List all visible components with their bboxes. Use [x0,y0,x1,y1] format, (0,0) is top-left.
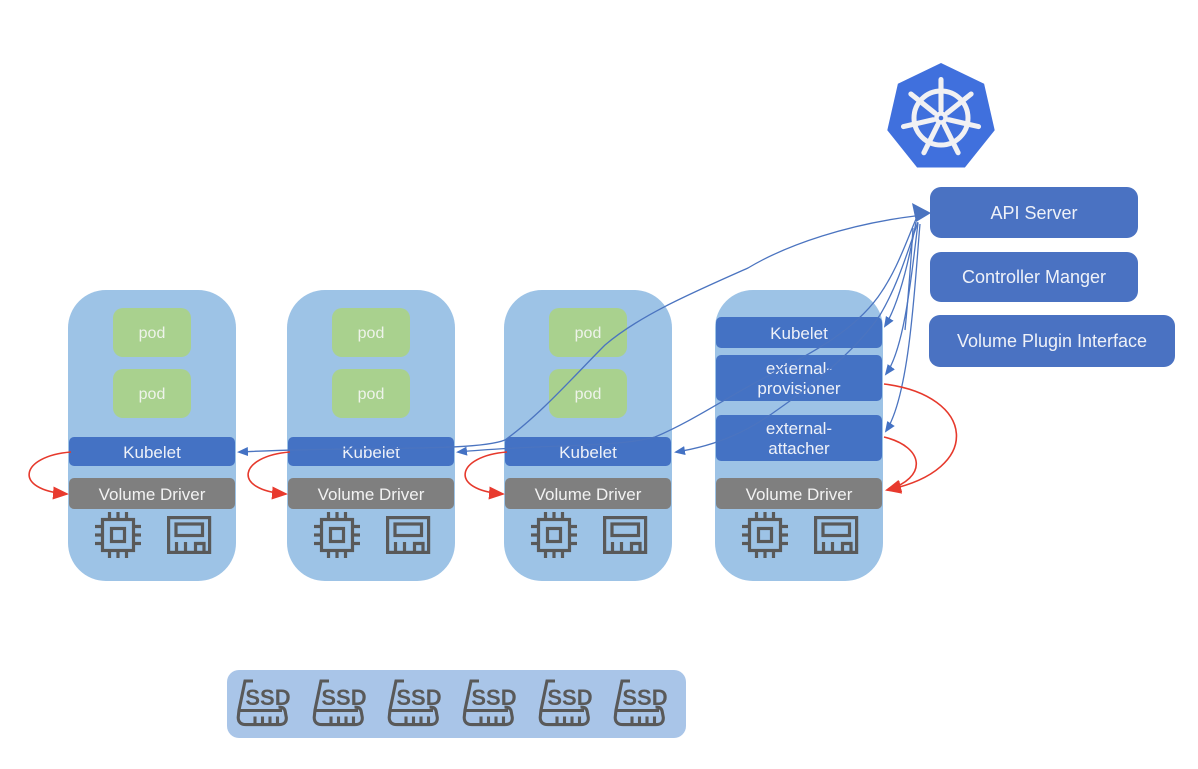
svg-text:external-: external- [766,359,832,378]
svg-text:pod: pod [358,325,385,342]
svg-text:pod: pod [139,325,166,342]
svg-text:Volume Driver: Volume Driver [535,485,642,504]
svg-text:pod: pod [139,386,166,403]
svg-text:Kubelet: Kubelet [770,324,828,343]
svg-text:pod: pod [358,386,385,403]
svg-text:Kubelet: Kubelet [123,443,181,462]
svg-text:external-: external- [766,419,832,438]
svg-text:Volume Driver: Volume Driver [746,485,853,504]
svg-text:Controller Manger: Controller Manger [962,267,1106,287]
svg-text:provisioner: provisioner [757,379,840,398]
svg-text:Volume Driver: Volume Driver [318,485,425,504]
svg-text:pod: pod [575,325,602,342]
svg-text:Volume Plugin Interface: Volume Plugin Interface [957,331,1147,351]
svg-text:Kubelet: Kubelet [342,443,400,462]
svg-text:pod: pod [575,386,602,403]
svg-text:Kubelet: Kubelet [559,443,617,462]
svg-text:API Server: API Server [990,203,1077,223]
svg-text:Volume Driver: Volume Driver [99,485,206,504]
svg-text:attacher: attacher [768,439,830,458]
